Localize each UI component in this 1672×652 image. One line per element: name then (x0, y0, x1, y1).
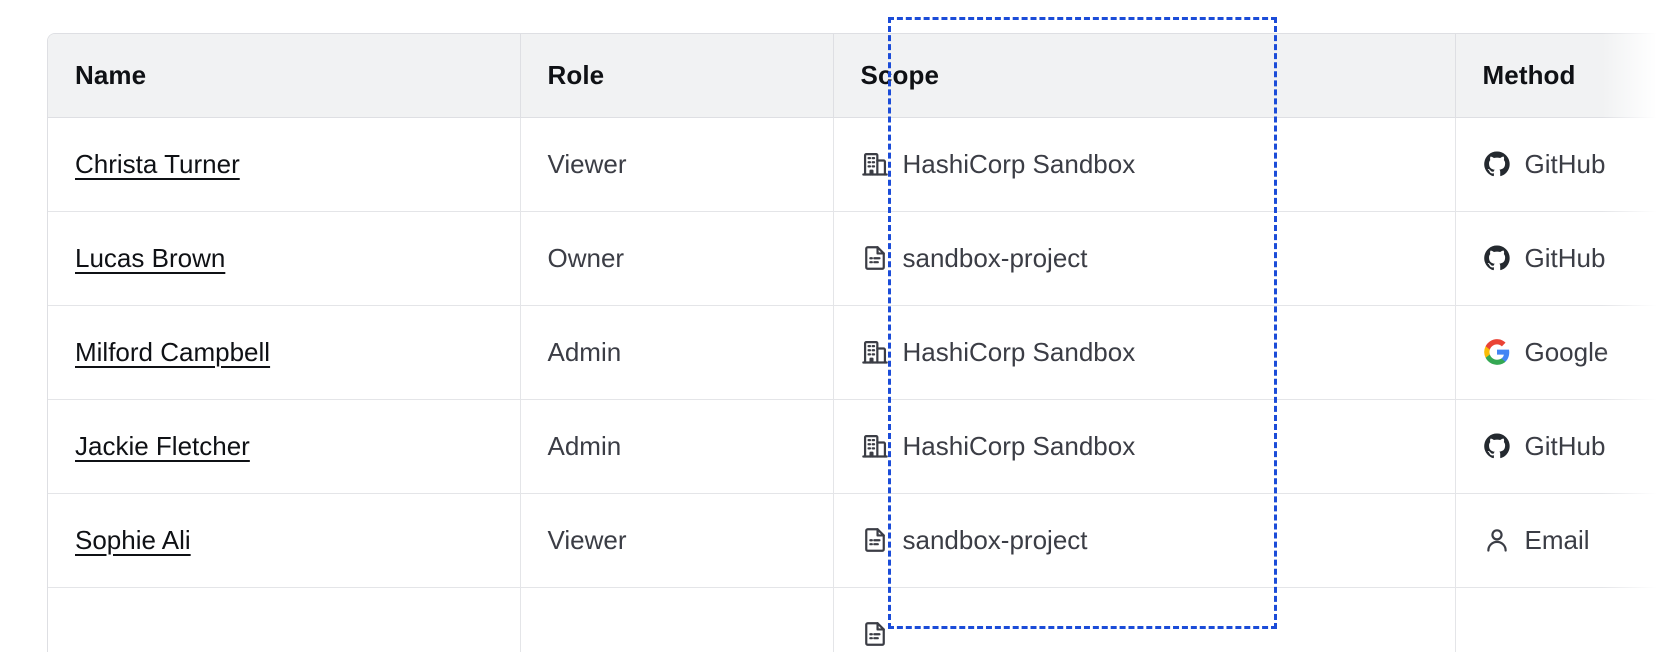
cell-name: Christa Turner (48, 117, 521, 212)
method-label: GitHub (1524, 243, 1606, 273)
cell-role: Admin (520, 305, 834, 400)
cell-name: Lucas Brown (48, 211, 521, 306)
github-icon (1483, 433, 1510, 459)
cell-name: Sophie Ali (48, 493, 521, 588)
scope-label: HashiCorp Sandbox (902, 431, 1136, 461)
member-name-link[interactable]: Sophie Ali (75, 524, 191, 555)
member-name-link[interactable]: Lucas Brown (75, 242, 226, 273)
scope-label: sandbox-project (902, 525, 1088, 555)
cell-role: Viewer (520, 117, 834, 212)
column-header-method[interactable]: Method (1455, 34, 1672, 118)
method-label: GitHub (1524, 431, 1606, 461)
scope-label: HashiCorp Sandbox (902, 149, 1136, 179)
user-icon (1486, 529, 1507, 552)
cell-method: Email (1455, 493, 1672, 588)
members-table: Name Role Scope Method Christa Turner Vi… (48, 34, 1672, 652)
scope-label: sandbox-project (902, 243, 1088, 273)
method-label: Email (1524, 525, 1590, 555)
cell-role (520, 587, 834, 652)
google-icon (1483, 339, 1509, 365)
member-name-link[interactable]: Christa Turner (75, 148, 240, 179)
column-header-scope[interactable]: Scope (833, 34, 1456, 118)
table-row: Jackie Fletcher Admin Hash (48, 399, 1672, 494)
organization-icon (861, 340, 888, 364)
method-label: GitHub (1524, 149, 1606, 179)
table-row (48, 587, 1672, 652)
table-body: Christa Turner Viewer Hash (48, 117, 1672, 652)
member-name-link[interactable]: Jackie Fletcher (75, 430, 250, 461)
cell-name: Milford Campbell (48, 305, 521, 400)
cell-name: Jackie Fletcher (48, 399, 521, 494)
cell-role: Admin (520, 399, 834, 494)
project-document-icon (864, 528, 885, 552)
cell-name (48, 587, 521, 652)
member-name-link[interactable]: Milford Campbell (75, 336, 271, 367)
project-document-icon (864, 622, 885, 646)
organization-icon (861, 152, 888, 176)
cell-scope: HashiCorp Sandbox (833, 117, 1456, 212)
table-row: Sophie Ali Viewer sandbox-project (48, 493, 1672, 588)
method-label: Google (1524, 337, 1609, 367)
cell-role: Viewer (520, 493, 834, 588)
table-row: Christa Turner Viewer Hash (48, 117, 1672, 212)
scope-label: HashiCorp Sandbox (902, 337, 1136, 367)
cell-method: GitHub (1455, 211, 1672, 306)
cell-method (1455, 587, 1672, 652)
cell-method: GitHub (1455, 399, 1672, 494)
column-header-name[interactable]: Name (48, 34, 521, 118)
cell-scope (833, 587, 1456, 652)
organization-icon (861, 434, 888, 458)
table-header-row: Name Role Scope Method (48, 34, 1672, 118)
cell-method: GitHub (1455, 117, 1672, 212)
cell-scope: HashiCorp Sandbox (833, 305, 1456, 400)
cell-scope: sandbox-project (833, 493, 1456, 588)
github-icon (1483, 151, 1510, 177)
cell-scope: HashiCorp Sandbox (833, 399, 1456, 494)
cell-scope: sandbox-project (833, 211, 1456, 306)
table-row: Milford Campbell Admin Has (48, 305, 1672, 400)
column-header-role[interactable]: Role (520, 34, 834, 118)
github-icon (1483, 245, 1510, 271)
members-table-container: Name Role Scope Method Christa Turner Vi… (47, 33, 1672, 652)
table-row: Lucas Brown Owner sandbox-project (48, 211, 1672, 306)
project-document-icon (864, 246, 885, 270)
table-header: Name Role Scope Method (48, 34, 1672, 118)
cell-method: Google (1455, 305, 1672, 400)
cell-role: Owner (520, 211, 834, 306)
